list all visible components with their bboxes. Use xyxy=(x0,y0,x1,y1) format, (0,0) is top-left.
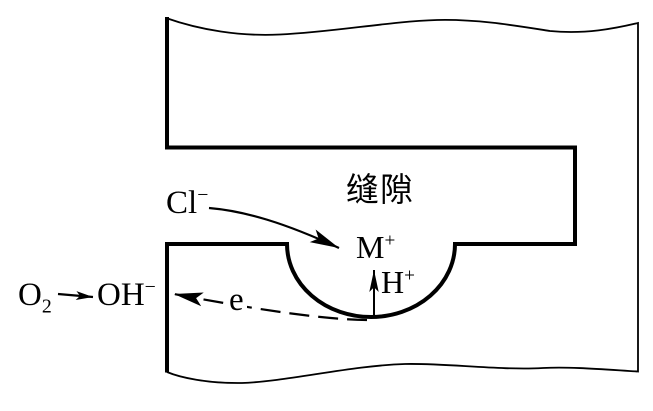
oxygen-label: O2 xyxy=(18,277,52,317)
metal-outer-outline xyxy=(165,17,639,384)
metal-ion-symbol: M xyxy=(356,229,385,265)
hydrogen-ion-label: H+ xyxy=(381,266,415,298)
electron-flow-dashed-arrow xyxy=(173,292,368,322)
crevice-surface-line xyxy=(165,17,577,373)
chloride-arrow xyxy=(208,206,340,249)
hydroxide-label: OH− xyxy=(97,276,156,313)
oxygen-reduction-arrow xyxy=(57,291,94,301)
metal-ion-label: M+ xyxy=(356,231,395,263)
chloride-symbol: Cl xyxy=(166,185,198,221)
hydroxide-symbol: OH xyxy=(97,277,145,313)
chloride-label: Cl− xyxy=(166,184,209,221)
chloride-charge: − xyxy=(197,184,209,206)
crevice-label: 缝隙 xyxy=(346,173,414,209)
metal-ion-charge: + xyxy=(384,230,396,252)
oxygen-subscript: 2 xyxy=(41,295,52,318)
hydroxide-charge: − xyxy=(144,276,156,298)
hydrogen-ion-charge: + xyxy=(404,265,415,287)
hydrogen-ion-symbol: H xyxy=(381,264,405,300)
electron-label: e xyxy=(226,284,247,317)
oxygen-symbol: O xyxy=(18,277,42,313)
